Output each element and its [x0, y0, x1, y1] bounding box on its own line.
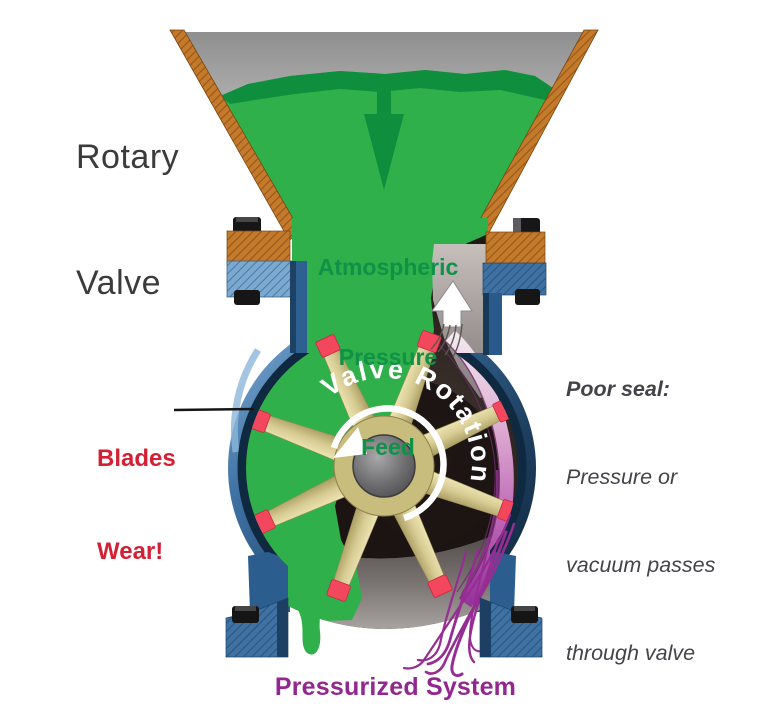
- rotation-arrowhead-icon: [333, 427, 367, 458]
- leak-up-arrow-icon: [430, 280, 473, 358]
- material-drip: [289, 540, 328, 655]
- flange-bottom-left: [225, 597, 289, 658]
- rotation-arc: [330, 405, 447, 522]
- poor-seal-note: Poor seal: Pressure or vacuum passes thr…: [566, 316, 766, 726]
- atmospheric-feed-label: Atmospheric Pressure Feed: [317, 254, 459, 460]
- feed-arrow-icon: [364, 86, 404, 190]
- blades-wear-leader-line: [173, 407, 255, 412]
- flange-bottom-right: [479, 597, 543, 658]
- leak-streak: [443, 339, 501, 599]
- housing-ring-highlight: [230, 348, 261, 453]
- rotor-blades: [248, 330, 518, 602]
- poor-seal-heading: Poor seal:: [566, 376, 670, 401]
- blades-wear-label: Blades Wear!: [97, 445, 176, 565]
- hopper: [169, 29, 599, 241]
- outlet-wall-left: [248, 552, 290, 612]
- flange-top-right: [482, 218, 547, 355]
- title-line-1: Rotary: [76, 138, 180, 176]
- pressurized-system-label: Pressurized System: [274, 673, 517, 701]
- title-line-2: Valve: [76, 264, 162, 302]
- hub-shaft: [352, 434, 416, 498]
- pressure-streams: [402, 513, 516, 678]
- page-title: Rotary Valve: [76, 52, 179, 346]
- flange-top-left: [226, 217, 307, 353]
